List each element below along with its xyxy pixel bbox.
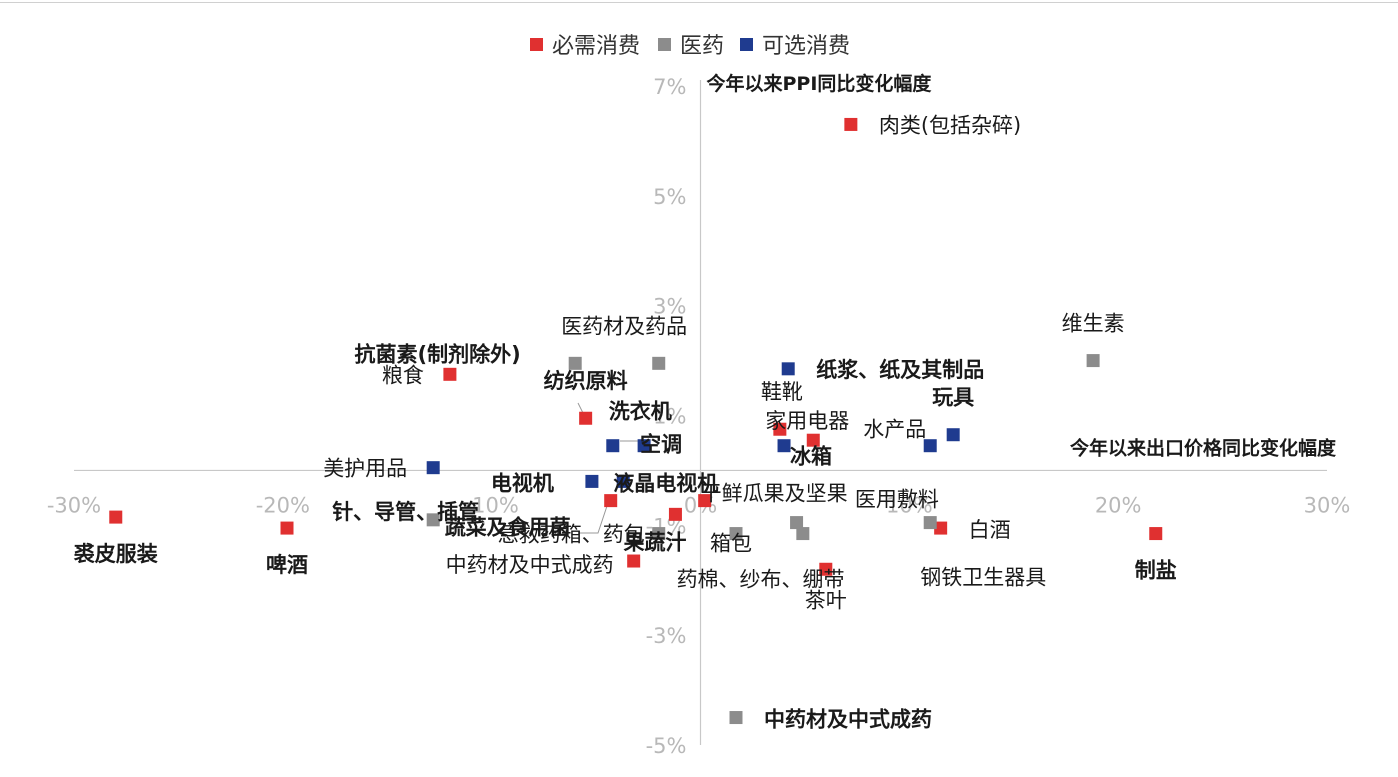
data-label: 液晶电视机	[613, 471, 718, 495]
data-point	[668, 507, 682, 521]
data-label: 美护用品	[323, 457, 407, 481]
data-point	[698, 494, 712, 508]
data-label: 茶叶	[805, 588, 847, 612]
x-tick-label: -30%	[47, 493, 101, 517]
y-tick-label: 5%	[653, 185, 686, 209]
data-label: 药棉、纱布、绷带	[677, 568, 845, 592]
data-point	[819, 562, 833, 576]
data-point	[796, 527, 810, 541]
legend-item-label: 医药	[680, 34, 724, 59]
x-tick-label: -20%	[256, 493, 310, 517]
data-point	[426, 461, 440, 475]
data-label: 鞋靴	[761, 380, 803, 404]
data-label: 制盐	[1135, 559, 1177, 583]
legend-swatch	[740, 38, 753, 51]
data-label: 维生素	[1062, 312, 1125, 336]
data-point	[443, 367, 457, 381]
y-tick-label: 3%	[653, 295, 686, 319]
data-point	[946, 428, 960, 442]
tick-labels: -30%-20%-10%0%10%20%30%-5%-3%-1%1%3%5%7%	[47, 75, 1350, 758]
data-point	[652, 527, 666, 541]
data-label: 中药材及中式成药	[764, 708, 932, 732]
x-tick-label: 30%	[1304, 493, 1351, 517]
data-label: 水产品	[863, 418, 926, 442]
data-label: 啤酒	[266, 553, 308, 577]
data-point	[109, 510, 123, 524]
data-point	[781, 362, 795, 376]
x-tick-label: 10%	[886, 493, 933, 517]
y-tick-label: -3%	[646, 624, 687, 648]
y-axis-title: 今年以来PPI同比变化幅度	[706, 72, 933, 95]
leader-line	[577, 402, 584, 414]
data-label: 白酒	[969, 518, 1011, 542]
x-tick-label: -10%	[465, 493, 519, 517]
data-point	[579, 411, 593, 425]
data-point	[790, 516, 804, 530]
data-point	[923, 439, 937, 453]
data-point	[1149, 527, 1163, 541]
data-label: 玩具	[932, 386, 974, 410]
data-point	[616, 474, 630, 488]
x-axis-title: 今年以来出口价格同比变化幅度	[1069, 436, 1337, 459]
y-tick-label: -5%	[646, 734, 687, 758]
legend: 必需消费 医药 可选消费	[530, 34, 850, 59]
data-point	[585, 474, 599, 488]
legend-swatch	[658, 38, 671, 51]
legend-item-label: 可选消费	[762, 34, 850, 59]
data-label: 肉类(包括杂碎)	[879, 113, 1021, 137]
data-point	[426, 513, 440, 527]
axes	[74, 80, 1327, 745]
data-label: 空调	[640, 433, 682, 457]
data-point	[1086, 354, 1100, 368]
data-point	[627, 554, 641, 568]
data-label: 冰箱	[790, 445, 832, 469]
data-label: 纺织原料	[544, 369, 628, 393]
data-points	[109, 117, 1163, 725]
data-label: 粮食	[382, 363, 424, 387]
data-point	[923, 516, 937, 530]
data-label: 钢铁卫生器具	[920, 566, 1046, 590]
data-point	[729, 711, 743, 725]
legend-swatch	[530, 38, 543, 51]
data-label: 干鲜瓜果及坚果	[701, 482, 848, 506]
data-point	[729, 527, 743, 541]
data-point	[637, 439, 651, 453]
data-label: 抗菌素(制剂除外)	[355, 342, 521, 366]
data-label: 蔬菜及食用菌	[445, 516, 571, 540]
data-point	[652, 356, 666, 370]
data-label: 针、导管、插管	[332, 500, 479, 524]
y-tick-label: 7%	[653, 75, 686, 99]
top-border-line	[0, 2, 1398, 3]
data-label: 医用敷料	[855, 488, 939, 512]
data-label: 急救药箱、药包	[498, 523, 645, 547]
y-tick-label: 1%	[653, 405, 686, 429]
data-label: 医药材及药品	[561, 314, 687, 338]
data-label: 裘皮服装	[73, 542, 158, 566]
data-point	[934, 521, 948, 535]
x-tick-label: 20%	[1095, 493, 1142, 517]
data-point	[773, 422, 787, 436]
data-point	[606, 439, 620, 453]
data-label: 中药材及中式成药	[446, 553, 614, 577]
legend-item-label: 必需消费	[552, 34, 640, 59]
data-point	[568, 356, 582, 370]
data-label: 洗衣机	[609, 400, 672, 424]
data-point	[844, 117, 858, 131]
data-label: 纸浆、纸及其制品	[816, 358, 984, 382]
data-label: 箱包	[710, 532, 752, 556]
data-point	[777, 439, 791, 453]
data-point	[604, 494, 618, 508]
data-point	[806, 433, 820, 447]
data-label: 家用电器	[765, 409, 849, 433]
data-point	[280, 521, 294, 535]
data-label: 果蔬汁	[623, 530, 686, 554]
data-label: 电视机	[491, 471, 554, 495]
leader-line	[578, 502, 609, 534]
